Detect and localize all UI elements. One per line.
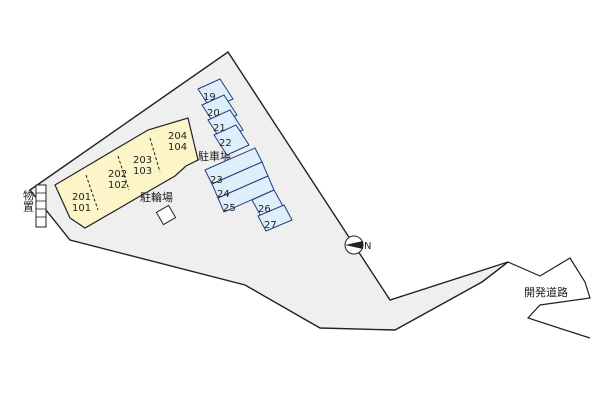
space-label: 26 [258, 204, 271, 215]
unit-lower-label: 102 [108, 180, 127, 191]
development-road-label: 開発道路 [524, 285, 568, 299]
compass-icon: N [344, 235, 371, 255]
space-label: 27 [264, 220, 277, 231]
unit-lower-label: 104 [168, 142, 187, 153]
compass-letter: N [364, 241, 371, 252]
unit-upper-label: 202 [108, 169, 127, 180]
parking-group-b: 23 24 25 26 27 [204, 147, 293, 232]
storage-shed [35, 184, 47, 228]
bicycle-parking-area [155, 204, 177, 226]
unit-upper-label: 204 [168, 131, 187, 142]
unit-lower-label: 103 [133, 166, 152, 177]
parking-space [257, 204, 293, 232]
unit-201-101: 201 101 [72, 192, 91, 214]
parking-label: 駐車場 [198, 149, 231, 163]
unit-203-103: 203 103 [133, 155, 152, 177]
space-label: 21 [213, 123, 226, 134]
apartment-building [54, 117, 199, 229]
parking-group-a: 19 20 21 22 [197, 78, 250, 156]
space-label: 24 [217, 189, 230, 200]
unit-lower-label: 101 [72, 203, 91, 214]
unit-204-104: 204 104 [168, 131, 187, 153]
space-label: 19 [203, 92, 216, 103]
parking-space [213, 124, 250, 156]
storage-label: 物置 [22, 189, 35, 212]
unit-upper-label: 201 [72, 192, 91, 203]
space-label: 22 [219, 138, 232, 149]
space-label: 20 [207, 108, 220, 119]
space-label: 25 [223, 203, 236, 214]
unit-dividers [85, 137, 161, 211]
space-label: 23 [210, 175, 223, 186]
unit-202-102: 202 102 [108, 169, 127, 191]
bicycle-parking-label: 駐輪場 [140, 190, 173, 204]
unit-upper-label: 203 [133, 155, 152, 166]
development-road [481, 257, 591, 339]
